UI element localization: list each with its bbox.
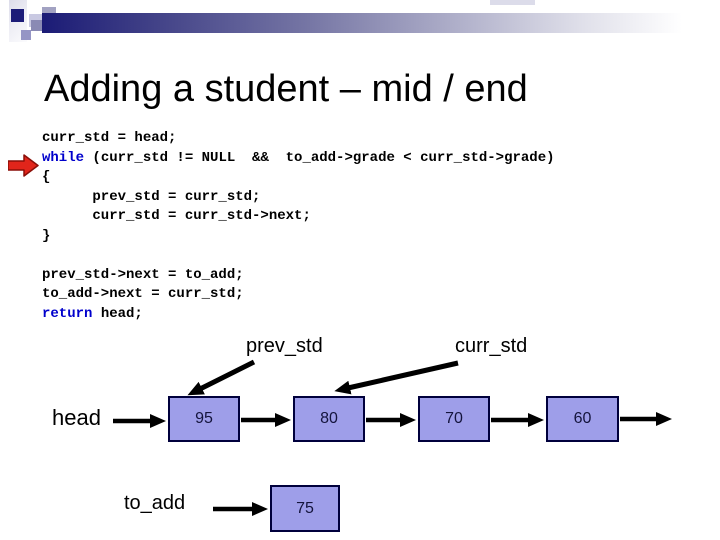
code-line: to_add->next = curr_std; bbox=[42, 285, 555, 305]
code-text: { bbox=[42, 169, 51, 185]
arrow-prev-std-pointer bbox=[187, 359, 256, 396]
list-node: 60 bbox=[546, 396, 619, 442]
code-block: curr_std = head; while (curr_std != NULL… bbox=[42, 129, 555, 324]
node-value: 70 bbox=[445, 410, 463, 427]
code-keyword: return bbox=[42, 305, 93, 322]
list-node: 80 bbox=[293, 396, 365, 442]
node-value: 80 bbox=[320, 410, 338, 427]
code-line: { bbox=[42, 168, 555, 188]
code-line: curr_std = head; bbox=[42, 129, 555, 149]
code-text: to_add->next = curr_std; bbox=[42, 286, 244, 302]
list-node: 75 bbox=[270, 485, 340, 532]
list-node: 70 bbox=[418, 396, 490, 442]
code-line bbox=[42, 246, 555, 266]
arrow-curr-std-pointer bbox=[334, 360, 459, 395]
code-text: head; bbox=[92, 305, 143, 322]
decoration-square bbox=[21, 30, 31, 40]
code-line: } bbox=[42, 227, 555, 247]
slide-title: Adding a student – mid / end bbox=[44, 68, 528, 110]
code-text: curr_std = curr_std->next; bbox=[42, 208, 311, 224]
code-text: } bbox=[42, 227, 51, 244]
code-text: curr_std = head; bbox=[42, 130, 177, 146]
code-keyword: while bbox=[42, 149, 85, 166]
code-line: return head; bbox=[42, 305, 555, 325]
code-line: prev_std = curr_std; bbox=[42, 188, 555, 208]
pointer-label-prev-std: prev_std bbox=[246, 335, 323, 357]
node-value: 75 bbox=[296, 499, 314, 517]
red-block-arrow-icon bbox=[8, 154, 39, 177]
list-node: 95 bbox=[168, 396, 240, 442]
code-text: prev_std = curr_std; bbox=[42, 188, 261, 205]
code-line: while (curr_std != NULL && to_add->grade… bbox=[42, 149, 555, 169]
gradient-title-bar bbox=[42, 13, 702, 33]
node-value: 60 bbox=[573, 410, 592, 427]
code-text: (curr_std != NULL && to_add->grade < cur… bbox=[84, 149, 555, 166]
code-line: curr_std = curr_std->next; bbox=[42, 207, 555, 227]
pointer-label-curr-std: curr_std bbox=[455, 335, 528, 357]
decoration-square bbox=[11, 9, 24, 22]
code-text: prev_std->next = to_add; bbox=[42, 266, 244, 283]
decoration-square bbox=[490, 0, 535, 5]
decoration-square bbox=[31, 20, 42, 31]
code-line: prev_std->next = to_add; bbox=[42, 266, 555, 286]
pointer-label-head: head bbox=[52, 405, 101, 430]
pointer-label-to-add: to_add bbox=[124, 492, 186, 514]
node-value: 95 bbox=[195, 410, 213, 427]
